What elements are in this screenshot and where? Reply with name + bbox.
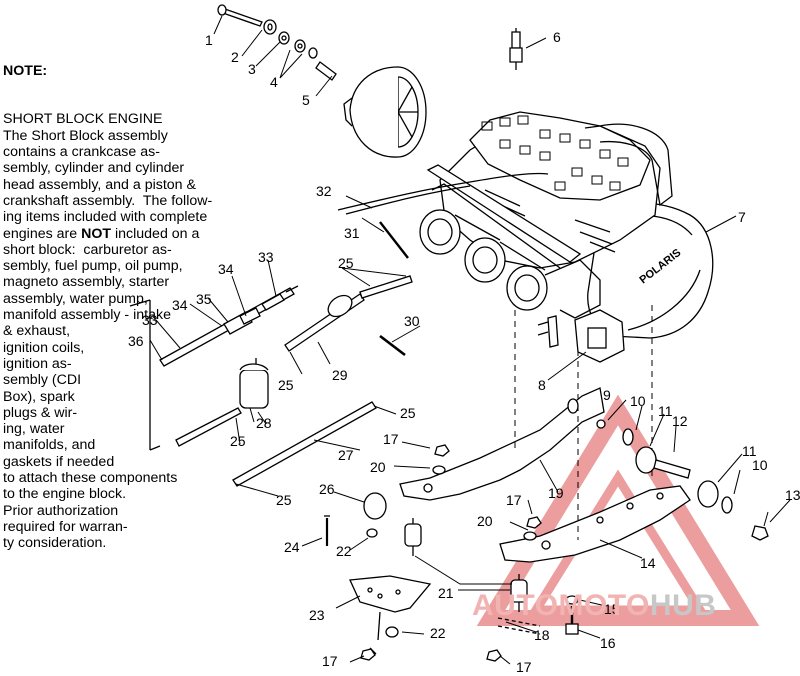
callout-8: 8 (538, 377, 546, 393)
note-line: manifold assembly - intake (3, 307, 171, 324)
callout-36: 36 (128, 333, 144, 349)
mount-hardware-middle (432, 444, 542, 662)
note-line: Box), spark (3, 388, 75, 405)
note-line: required for warran- (3, 518, 128, 535)
callout-10: 10 (630, 393, 646, 409)
callout-12: 12 (672, 413, 688, 429)
note-line: gaskets if needed (3, 453, 115, 470)
callout-13: 13 (785, 487, 800, 503)
callout-24: 24 (284, 539, 300, 555)
callout-26: 26 (319, 481, 335, 497)
callout-20a: 20 (370, 459, 386, 475)
callout-16: 16 (600, 635, 616, 651)
callout-5: 5 (302, 92, 310, 108)
note-line: magneto assembly, starter (3, 274, 170, 291)
callout-4: 4 (270, 74, 278, 90)
callout-35: 35 (196, 291, 212, 307)
note-line: ty consideration. (3, 535, 107, 552)
callout-15: 15 (604, 601, 620, 617)
callout-34a: 34 (218, 261, 234, 277)
note-line: short block: carburetor as- (3, 241, 172, 258)
note-line: & exhaust, (3, 323, 71, 340)
note-line: ing, water (3, 421, 65, 438)
note-line: contains a crankcase as- (3, 144, 160, 161)
callout-18: 18 (534, 627, 550, 643)
mount-bracket-14 (499, 485, 691, 563)
callout-25b: 25 (278, 377, 294, 393)
watermark-part2: HUB (649, 589, 717, 622)
callout-22b: 22 (430, 625, 446, 641)
note-line: sembly, fuel pump, oil pump, (3, 258, 183, 275)
note-line: engines are NOT included on a (3, 225, 200, 242)
callout-7: 7 (738, 209, 746, 225)
callout-29: 29 (332, 367, 348, 383)
callout-1: 1 (205, 32, 213, 48)
callout-11: 11 (658, 403, 673, 419)
callout-3: 3 (248, 61, 256, 77)
callout-2: 2 (231, 49, 239, 65)
note-line: crankshaft assembly. The follow- (3, 192, 213, 209)
note-line: ignition as- (3, 355, 72, 372)
callout-19: 19 (548, 485, 564, 501)
note-line: assembly, water pump, (3, 290, 148, 307)
callout-33b: 33 (142, 312, 158, 328)
callout-23: 23 (309, 607, 325, 623)
callout-33a: 33 (258, 249, 274, 265)
callout-31: 31 (344, 225, 360, 241)
watermark: AUTOMOTOHUB (472, 589, 716, 623)
callout-17c: 17 (516, 659, 532, 675)
note-line: to the engine block. (3, 486, 127, 503)
callout-labels: 1 2 3 4 5 6 7 8 9 10 11 12 11 10 13 14 1… (128, 29, 800, 675)
callout-25e: 25 (276, 492, 292, 508)
callout-27: 27 (338, 447, 354, 463)
callout-30: 30 (404, 313, 420, 329)
mount-hardware-right (596, 419, 769, 541)
note-line: manifolds, and (3, 437, 96, 454)
note-line: plugs & wir- (3, 404, 78, 421)
note-heading: NOTE: (3, 62, 48, 79)
clutch-bolt (217, 4, 337, 81)
callout-6: 6 (553, 29, 561, 45)
callout-34b: 34 (172, 297, 188, 313)
callout-25a: 25 (338, 255, 354, 271)
engine-block (419, 111, 714, 363)
callout-20b: 20 (477, 513, 493, 529)
mount-bracket-19 (399, 387, 605, 501)
lower-plate (349, 575, 432, 661)
watermark-part1: AUTOMOTO (472, 589, 650, 622)
callout-22a: 22 (336, 543, 352, 559)
callout-25c: 25 (230, 433, 246, 449)
note-line: to attach these components (3, 470, 178, 487)
note-line: sembly (CDI (3, 372, 82, 389)
callout-28: 28 (256, 415, 272, 431)
callout-11b: 11 (742, 443, 757, 459)
callout-25d: 25 (400, 405, 416, 421)
callout-21: 21 (438, 585, 454, 601)
note-line: head assembly, and a piston & (3, 176, 196, 193)
note-line: ing items included with complete (3, 209, 208, 226)
bolt-16 (565, 595, 579, 635)
note-line: Prior authorization (3, 502, 119, 519)
spark-plug (509, 28, 523, 70)
note-line: sembly, cylinder and cylinder (3, 160, 185, 177)
note-line: ignition coils, (3, 339, 85, 356)
callout-14: 14 (640, 555, 656, 571)
callout-17a: 17 (383, 431, 399, 447)
rubber-mounts (324, 492, 528, 612)
drive-clutch (343, 66, 427, 158)
callout-17d: 17 (322, 653, 338, 669)
callout-10b: 10 (752, 457, 768, 473)
callout-17b: 17 (506, 492, 522, 508)
callout-9: 9 (603, 387, 611, 403)
callout-32: 32 (316, 183, 332, 199)
hose-assembly (159, 275, 413, 487)
note-line: SHORT BLOCK ENGINE (3, 111, 163, 128)
note-line: The Short Block assembly (3, 127, 168, 144)
